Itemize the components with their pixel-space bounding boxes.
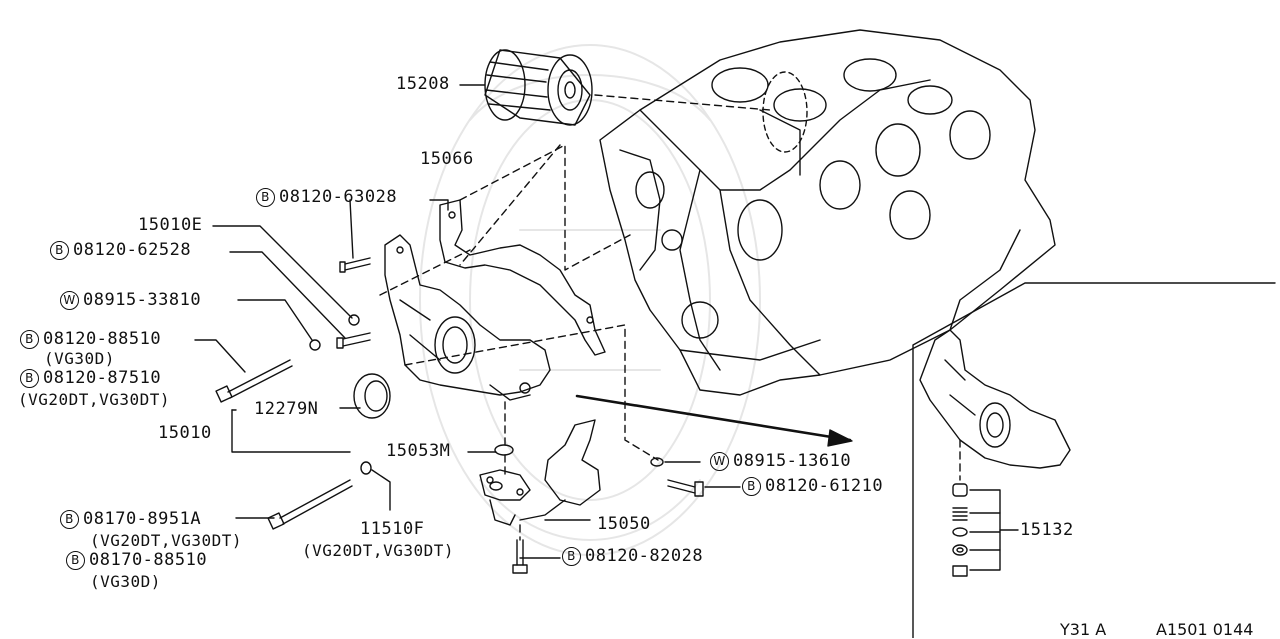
watermark-emblem	[419, 44, 761, 556]
fastener-code: 08120-87510	[43, 368, 162, 388]
o-ring-15053M	[494, 444, 514, 456]
bolt-badge-icon: B	[20, 330, 39, 349]
part-label-15050: 15050	[597, 514, 651, 534]
fastener-code: 08120-63028	[279, 187, 398, 207]
part-label-12279N: 12279N	[254, 399, 319, 419]
engine-block	[599, 29, 1056, 396]
oil-filter-15208	[484, 49, 593, 126]
bolts	[215, 257, 704, 574]
direction-arrow	[575, 394, 853, 447]
relief-valve-parts-15132	[952, 483, 1019, 577]
inset-oil-pump	[919, 329, 1071, 469]
bolt-badge-icon: B	[742, 477, 761, 496]
part-label-11510F: 11510F	[360, 519, 425, 539]
part-label-15066: 15066	[420, 149, 474, 169]
dashed-guides	[379, 94, 961, 541]
fastener-code: 08120-82028	[585, 546, 704, 566]
bolt-badge-icon: B	[50, 241, 69, 260]
applicability-note: (VG30D)	[44, 349, 115, 368]
washer-badge-icon: W	[60, 291, 79, 310]
oil-seal-12279N	[353, 373, 391, 419]
fastener-code: 08915-13610	[733, 451, 852, 471]
fastener-code: 08170-88510	[89, 550, 208, 570]
fastener-code: 08120-62528	[73, 240, 192, 260]
part-label-15053M: 15053M	[386, 441, 451, 461]
part-label-15010: 15010	[158, 423, 212, 443]
inset-frame	[912, 282, 1276, 638]
applicability-note: (VG30D)	[90, 572, 161, 591]
bolt-badge-icon: B	[60, 510, 79, 529]
part-label-15208: 15208	[396, 74, 450, 94]
fastener-code: 08915-33810	[83, 290, 202, 310]
footer-diagram-id: A1501 0144	[1156, 620, 1254, 639]
strainer-15050	[479, 419, 601, 526]
oil-pump-15010	[384, 234, 551, 401]
fastener-code: 08120-88510	[43, 329, 162, 349]
fastener-code: 08170-8951A	[83, 509, 202, 529]
gasket-15066	[439, 199, 606, 356]
applicability-note: (VG20DT,VG30DT)	[18, 390, 170, 409]
applicability-note: (VG20DT,VG30DT)	[90, 531, 242, 550]
bolt-badge-icon: B	[20, 369, 39, 388]
part-label-15132: 15132	[1020, 520, 1074, 540]
bolt-badge-icon: B	[562, 547, 581, 566]
washer-badge-icon: W	[710, 452, 729, 471]
leader-lines	[194, 84, 741, 559]
applicability-note: (VG20DT,VG30DT)	[302, 541, 454, 560]
bolt-badge-icon: B	[66, 551, 85, 570]
part-label-15010E: 15010E	[138, 215, 203, 235]
footer-model-code: Y31 A	[1060, 620, 1107, 639]
fastener-code: 08120-61210	[765, 476, 884, 496]
bolt-badge-icon: B	[256, 188, 275, 207]
